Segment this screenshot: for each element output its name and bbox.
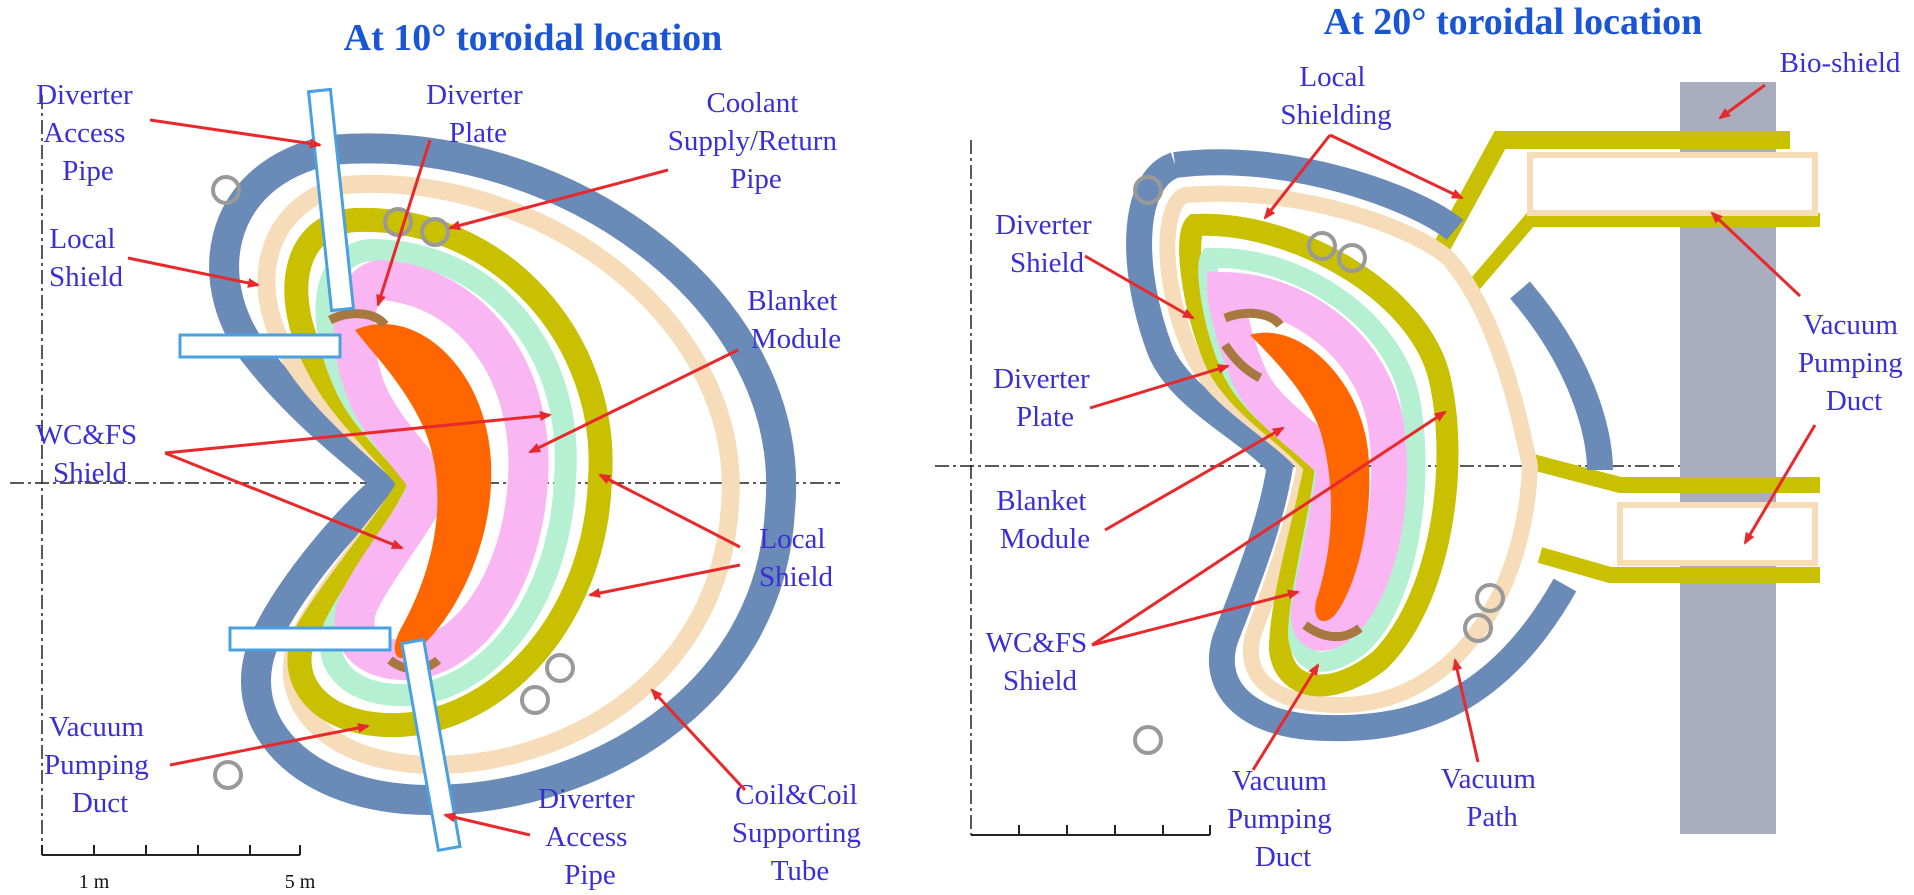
diverter-plate-lower-right: [1302, 621, 1363, 642]
horizontal-port-lower: [228, 626, 392, 652]
arrow-diverter-plate: [376, 139, 432, 307]
coolant-pipe-ring: [1133, 175, 1163, 205]
arrow-diverter-access-pipe-top: [149, 118, 322, 149]
coolant-pipe-ring: [1307, 231, 1337, 261]
label-diverter-shield: Diverter Shield: [995, 209, 1099, 279]
upper-duct-inner: [1464, 213, 1820, 295]
diverter-plate-upper: [327, 309, 389, 329]
right-panel: At 20° toroidal location: [935, 1, 1910, 873]
scale-label-5m: 5 m: [285, 871, 316, 893]
arrow-diverter-plate-right: [1089, 364, 1230, 410]
arrow-wcfs-shield-right-b: [1091, 589, 1300, 647]
left-scale-bar: 1 m 5 m: [41, 845, 316, 893]
label-diverter-access-pipe-bottom: Diverter Access Pipe: [538, 783, 642, 891]
arrow-wcfs-shield-a: [164, 411, 552, 455]
arrow-bio-shield: [1718, 83, 1766, 120]
label-local-shielding: Local Shielding: [1280, 61, 1391, 131]
label-blanket-module: Blanket Module: [747, 285, 844, 355]
label-coil-tube: Coil&Coil Supporting Tube: [732, 779, 868, 887]
arrow-local-shield-right-b: [588, 563, 741, 598]
label-diverter-plate: Diverter Plate: [426, 79, 530, 149]
left-panel: At 10° toroidal location: [10, 17, 868, 893]
label-wcfs-shield-right: WC&FS Shield: [986, 627, 1095, 697]
label-diverter-access-pipe-top: Diverter Access Pipe: [36, 79, 140, 187]
arrow-local-shield-right-a: [598, 473, 741, 549]
coolant-pipe-ring: [383, 207, 413, 237]
horizontal-port-upper: [178, 333, 342, 359]
label-vacuum-pumping-duct-right: Vacuum Pumping Duct: [1798, 309, 1910, 417]
arrow-vacuum-pumping-duct-down: [1743, 424, 1817, 545]
right-panel-title: At 20° toroidal location: [1324, 1, 1703, 43]
label-vacuum-path: Vacuum Path: [1441, 763, 1543, 833]
right-scale-bar: [971, 825, 1211, 836]
coolant-pipe-ring: [213, 760, 243, 790]
arrow-coil-tube: [650, 688, 747, 792]
label-diverter-plate-right: Diverter Plate: [993, 363, 1097, 433]
arrow-vacuum-pumping-duct-up: [1710, 211, 1802, 298]
arrow-vacuum-pumping-duct-bottom: [1251, 663, 1320, 771]
coolant-pipe-ring: [211, 175, 241, 205]
vacuum-vessel-right: [1159, 185, 1539, 714]
label-local-shield-right: Local Shield: [759, 523, 834, 593]
upper-duct-olive: [1432, 131, 1790, 255]
coolant-pipe-ring: [1133, 725, 1163, 755]
lower-duct-olive: [1522, 452, 1820, 493]
coolant-pipe-ring: [1475, 583, 1505, 613]
coolant-pipe-ring: [1337, 243, 1367, 273]
upper-duct-channel: [1527, 152, 1818, 216]
label-bio-shield: Bio-shield: [1780, 47, 1901, 79]
label-vacuum-pumping-duct-bottom: Vacuum Pumping Duct: [1227, 765, 1339, 873]
arrow-wcfs-shield-b: [164, 451, 404, 550]
coolant-pipe-ring: [420, 217, 450, 247]
arrow-local-shielding-a: [1263, 134, 1332, 220]
label-vacuum-pumping-duct: Vacuum Pumping Duct: [44, 711, 156, 819]
diverter-plate-side-right: [1221, 342, 1263, 382]
arrow-blanket-module: [528, 348, 739, 454]
label-coolant-pipe: Coolant Supply/Return Pipe: [668, 87, 844, 195]
coolant-pipe-ring: [520, 685, 550, 715]
coil-supporting-tube-right: [1126, 149, 1613, 742]
arrow-wcfs-shield-right-a: [1091, 410, 1447, 647]
diverter-access-pipe-bottom: [400, 637, 462, 853]
arrow-blanket-module-right: [1104, 426, 1285, 532]
plasma: [355, 323, 492, 659]
coil-supporting-tube: [209, 133, 797, 816]
lower-duct-olive-bottom: [1537, 547, 1820, 583]
coolant-pipe-ring: [1463, 613, 1493, 643]
arrow-vacuum-path: [1452, 658, 1480, 763]
plasma-right: [1250, 332, 1370, 622]
label-blanket-module-right: Blanket Module: [996, 485, 1093, 555]
left-panel-title: At 10° toroidal location: [344, 17, 723, 59]
diverter-plate-upper-right: [1223, 308, 1284, 329]
arrow-vacuum-pumping-duct: [169, 723, 370, 767]
coolant-pipe-ring: [545, 653, 575, 683]
label-wcfs-shield: WC&FS Shield: [36, 419, 145, 489]
arrow-diverter-shield: [1084, 254, 1195, 320]
label-local-shield-top: Local Shield: [49, 223, 124, 293]
arrow-coolant-pipe: [448, 168, 669, 231]
blanket-module-right: [1206, 271, 1408, 651]
scale-label-1m: 1 m: [79, 871, 110, 893]
arrow-diverter-access-pipe-bottom: [443, 812, 531, 837]
arrow-local-shielding-b: [1329, 133, 1464, 200]
arrow-local-shield-top: [127, 256, 260, 288]
lower-duct-channel: [1617, 502, 1818, 566]
local-shield: [284, 207, 613, 738]
